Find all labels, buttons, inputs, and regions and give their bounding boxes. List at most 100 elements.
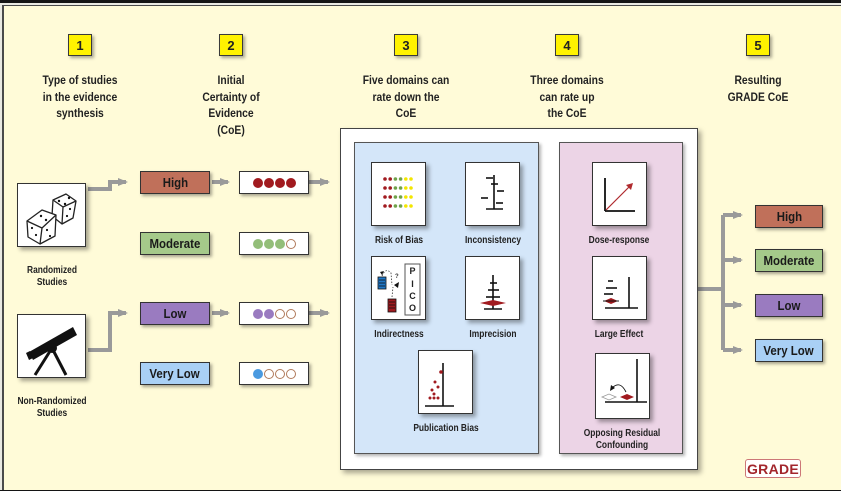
empty-dot [274,368,285,379]
bias-dot [388,204,392,208]
heading-line: (CoE) [217,122,245,137]
step-3-heading: Five domains can rate down the CoE [346,72,466,122]
label-line: Randomized [27,265,77,276]
indirectness-icon: ? P I C O [377,263,421,316]
step-1-badge: 1 [68,34,92,56]
heading-line: Three domains [530,73,604,87]
empty-dot [263,368,274,379]
level-label: High [162,175,188,190]
filled-dot [252,177,263,188]
step-3-badge: 3 [394,34,418,56]
inconsistency-box [465,162,520,226]
publication-bias-box [418,350,473,414]
heading-line: Type of studies [42,73,118,87]
bias-dot [393,177,398,181]
bias-dot [409,204,413,208]
connector-arrows [88,178,743,354]
opposing-confounding-icon [600,359,647,403]
result-level-moderate: Moderate [755,249,823,272]
step-1-heading: Type of studies in the evidence synthesi… [20,72,140,122]
bias-dot [398,204,403,208]
randomized-studies-label: Randomized Studies [18,265,85,289]
bias-dot [398,195,403,199]
diagram-canvas: 1 Type of studies in the evidence synthe… [2,5,841,490]
certainty-dots-high [239,171,309,194]
large-effect-label: Large Effect [594,329,644,340]
result-level-low: Low [755,294,823,317]
certainty-dots-low [239,302,309,325]
pico-letter-i: I [411,279,414,289]
filled-dot [285,177,296,188]
telescope-icon [26,327,77,376]
certainty-dots-moderate [239,232,309,255]
dose-response-label: Dose-response [588,235,650,246]
level-label: Moderate [149,236,201,251]
label-line: Studies [36,277,68,288]
bias-dot [383,177,387,181]
empty-dot [274,308,285,319]
bias-dot [383,186,387,190]
level-label: Very Low [149,366,201,381]
level-label: Moderate [763,253,815,268]
filled-dot [252,308,263,319]
inconsistency-label: Inconsistency [464,235,522,246]
large-effect-icon [603,277,638,309]
bias-dot [409,195,413,199]
label-line: Non-Randomized [17,396,87,407]
publication-bias-icon [425,363,454,407]
randomized-studies-box [17,183,86,247]
label-line: Studies [36,408,68,419]
arrow-nonrandomized-to-low [88,309,128,352]
initial-level-very-low: Very Low [140,362,210,385]
initial-level-low: Low [140,302,210,325]
opposing-confounding-label: Opposing Residual Confounding [581,428,663,452]
dose-response-box [592,162,647,226]
heading-line: Certainty of [202,89,260,104]
heading-line: the CoE [547,106,587,120]
non-randomized-studies-box [17,314,86,378]
empty-dot [285,368,296,379]
heading-line: Evidence [208,106,254,120]
level-label: Very Low [763,343,815,358]
dice-icon [26,193,77,245]
pico-letter-c: C [409,291,416,301]
arrow-randomized-to-high [88,178,128,191]
inconsistency-icon [481,175,504,210]
publication-bias-label: Publication Bias [413,423,479,434]
label-line: Confounding [595,440,649,451]
heading-line: Five domains can [362,73,450,87]
filled-dot [263,177,274,188]
heading-line: can rate up [539,89,595,104]
empty-dot [285,308,296,319]
imprecision-box [465,256,520,320]
pico-letter-p: P [409,266,415,276]
result-level-very-low: Very Low [755,339,823,362]
bias-dot [409,177,413,181]
bias-dot [404,204,408,208]
pico-letter-o: O [409,303,416,313]
dose-response-icon [604,178,635,212]
bias-dot [393,204,398,208]
empty-dot [285,238,296,249]
heading-line: in the evidence [42,89,118,104]
step-4-heading: Three domains can rate up the CoE [507,72,627,122]
risk-of-bias-icon [383,177,413,208]
bias-dot [398,186,403,190]
certainty-dots-very-low [239,362,309,385]
filled-dot [263,238,274,249]
bias-dot [404,177,408,181]
bias-dot [393,195,398,199]
large-effect-box [592,256,647,320]
bias-dot [383,204,387,208]
bias-dot [383,195,387,199]
filled-dot [252,238,263,249]
heading-line: Initial [217,73,245,87]
result-level-high: High [755,205,823,228]
bias-dot [398,177,403,181]
step-5-badge: 5 [746,34,770,56]
level-label: Low [163,306,187,321]
bias-dot [409,186,413,190]
opposing-confounding-box [595,353,650,419]
level-label: Low [777,298,801,313]
risk-of-bias-label: Risk of Bias [374,235,424,246]
